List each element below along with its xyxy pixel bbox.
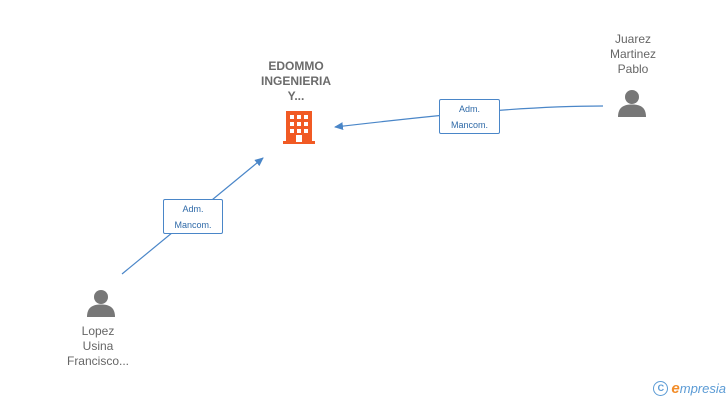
person-icon[interactable] <box>86 289 116 317</box>
person-label-juarez[interactable]: Juarez Martinez Pablo <box>588 32 678 77</box>
edge-label-juarez-line-1: Adm. <box>458 104 480 114</box>
person-label-lopez[interactable]: Lopez Usina Francisco... <box>53 324 143 369</box>
person-label-juarez-line-1: Juarez <box>614 32 652 46</box>
person-label-lopez-line-3: Francisco... <box>66 354 129 368</box>
building-icon[interactable] <box>283 110 315 144</box>
brand-name: empresia <box>671 380 726 397</box>
edge-label-juarez-line-2: Mancom. <box>450 120 488 130</box>
edge-label-lopez-line-1: Adm. <box>182 204 204 214</box>
company-label-line-3: Y... <box>287 89 305 103</box>
brand-initial: e <box>671 380 680 397</box>
person-icon[interactable] <box>617 89 647 117</box>
company-label-line-2: INGENIERIA <box>260 74 331 88</box>
brand-logo[interactable]: C empresia <box>653 380 726 397</box>
person-label-juarez-line-2: Martinez <box>609 47 656 61</box>
brand-name-rest: mpresia <box>679 381 726 396</box>
person-label-lopez-line-2: Usina <box>82 339 114 353</box>
copyright-icon: C <box>653 381 669 396</box>
company-label[interactable]: EDOMMO INGENIERIA Y... <box>246 59 346 104</box>
edge-label-lopez[interactable]: Adm. Mancom. <box>163 199 223 234</box>
company-label-line-1: EDOMMO <box>268 59 324 73</box>
person-label-juarez-line-3: Pablo <box>617 62 649 76</box>
edge-label-juarez[interactable]: Adm. Mancom. <box>439 99 500 134</box>
person-label-lopez-line-1: Lopez <box>81 324 115 338</box>
edge-label-lopez-line-2: Mancom. <box>174 220 212 230</box>
